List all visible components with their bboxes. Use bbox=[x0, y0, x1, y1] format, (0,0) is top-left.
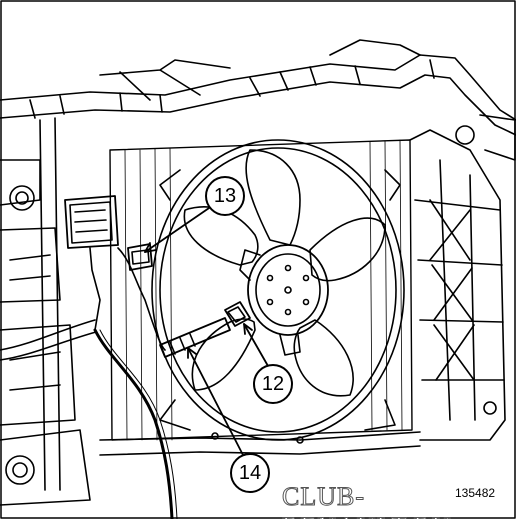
leader-lines bbox=[144, 205, 269, 456]
callout-13-label: 13 bbox=[213, 184, 237, 207]
right-frame bbox=[409, 114, 516, 441]
connector-12 bbox=[224, 301, 251, 327]
watermark: CLUB-RENAULT.RU bbox=[282, 482, 452, 519]
fan-shroud bbox=[151, 139, 405, 441]
connector-14 bbox=[159, 317, 231, 358]
callout-14-label: 14 bbox=[238, 461, 262, 484]
fan-motor-hub bbox=[239, 244, 329, 356]
radiator-core bbox=[109, 139, 413, 441]
upper-cross-member bbox=[0, 39, 516, 136]
connector-13 bbox=[127, 243, 153, 271]
fan-blades bbox=[183, 149, 386, 397]
leader-13 bbox=[144, 205, 213, 253]
relay-block bbox=[64, 195, 119, 331]
left-frame bbox=[0, 117, 91, 506]
callout-14: 14 bbox=[230, 453, 270, 493]
wiring-harness bbox=[0, 247, 178, 519]
leader-14 bbox=[187, 347, 244, 456]
callout-12: 12 bbox=[253, 364, 293, 404]
figure-reference-number: 135482 bbox=[455, 486, 496, 500]
callout-12-label: 12 bbox=[261, 372, 285, 395]
callout-13: 13 bbox=[205, 176, 245, 216]
leader-12 bbox=[243, 323, 269, 367]
